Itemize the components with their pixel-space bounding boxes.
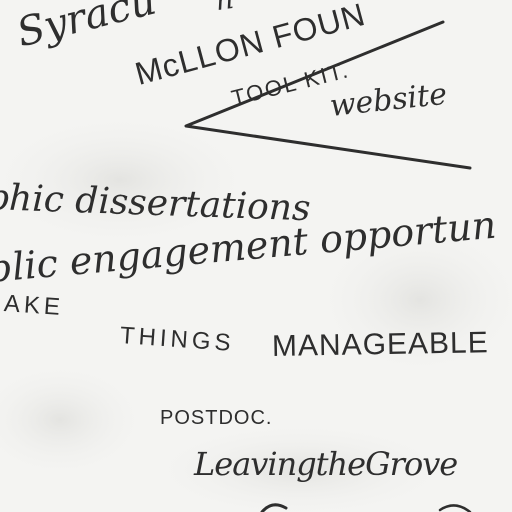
postdoc-text: POSTDOC. <box>160 407 273 429</box>
leaving-the-grove-text: LeavingtheGrove <box>194 445 458 483</box>
